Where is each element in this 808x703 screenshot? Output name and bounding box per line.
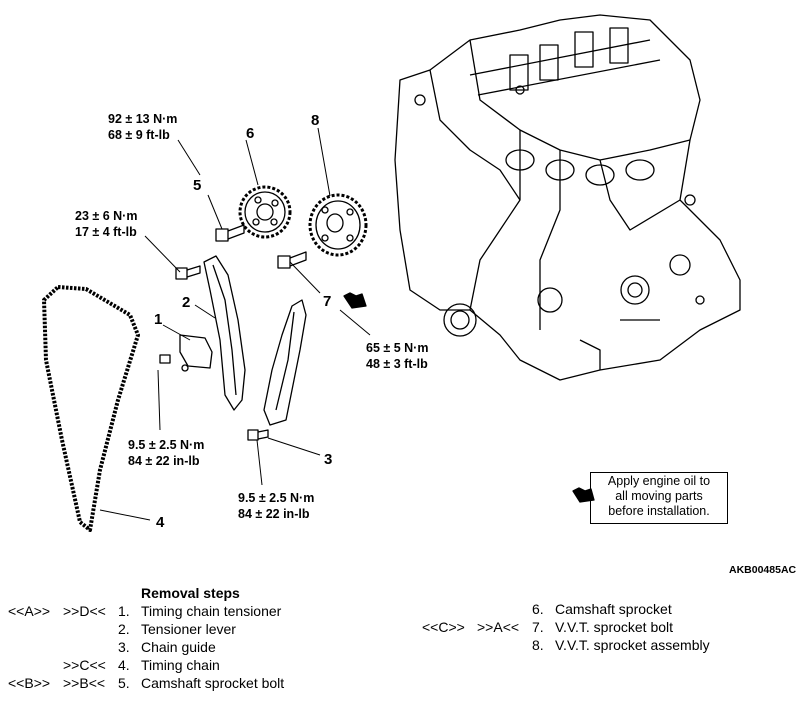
- torque-nm: 9.5 ± 2.5 N·m: [128, 438, 205, 452]
- step-name: Camshaft sprocket bolt: [141, 675, 285, 691]
- step-name: Tensioner lever: [141, 621, 236, 637]
- torque-label-lever-bolt: 23 ± 6 N·m 17 ± 4 ft-lb: [75, 208, 137, 240]
- camshaft-sprocket-bolt: [215, 224, 245, 242]
- note-line: all moving parts: [615, 489, 703, 503]
- step-row: >>C<< 4. Timing chain: [8, 656, 328, 674]
- torque-label-sprocket-bolt: 92 ± 13 N·m 68 ± 9 ft-lb: [108, 111, 177, 143]
- step-row: <<B>> >>B<< 5. Camshaft sprocket bolt: [8, 674, 328, 692]
- step-number: 1.: [118, 603, 130, 619]
- chain-guide: [263, 299, 307, 426]
- vvt-sprocket-bolt: [277, 251, 307, 269]
- lever-bolt: [175, 265, 201, 280]
- step-name: Chain guide: [141, 639, 216, 655]
- step-row: 6. Camshaft sprocket: [422, 600, 752, 618]
- callout-4: 4: [156, 514, 165, 531]
- torque-label-guide: 9.5 ± 2.5 N·m 84 ± 22 in-lb: [238, 490, 314, 522]
- torque-nm: 23 ± 6 N·m: [75, 209, 138, 223]
- engine-oil-note: Apply engine oil to all moving parts bef…: [590, 472, 728, 524]
- step-number: 4.: [118, 657, 130, 673]
- timing-chain: [42, 285, 140, 532]
- torque-ftlb: 68 ± 9 ft-lb: [108, 128, 170, 142]
- step-row: <<A>> >>D<< 1. Timing chain tensioner: [8, 602, 328, 620]
- callout-8: 8: [311, 112, 320, 129]
- step-name: Timing chain tensioner: [141, 603, 282, 619]
- tensioner-lever: [203, 255, 246, 411]
- oil-can-icon: [343, 292, 367, 309]
- removal-steps-heading: Removal steps: [141, 585, 240, 601]
- callout-2: 2: [182, 294, 191, 311]
- torque-nm: 92 ± 13 N·m: [108, 112, 178, 126]
- guide-bolt: [247, 429, 269, 441]
- step-number: 5.: [118, 675, 130, 691]
- exploded-diagram: [42, 14, 741, 532]
- step-number: 7.: [532, 619, 544, 635]
- step-ref-install: >>C<<: [63, 657, 106, 673]
- step-row: 3. Chain guide: [8, 638, 328, 656]
- camshaft-sprocket: [238, 185, 292, 239]
- callout-6: 6: [246, 125, 255, 142]
- note-line: before installation.: [608, 504, 710, 518]
- step-number: 8.: [532, 637, 544, 653]
- step-row: <<C>> >>A<< 7. V.V.T. sprocket bolt: [422, 618, 752, 636]
- note-line: Apply engine oil to: [607, 474, 711, 488]
- step-row: 2. Tensioner lever: [8, 620, 328, 638]
- torque-nm: 9.5 ± 2.5 N·m: [238, 491, 315, 505]
- removal-steps-right: 6. Camshaft sprocket <<C>> >>A<< 7. V.V.…: [422, 600, 752, 654]
- callout-3: 3: [324, 451, 333, 468]
- torque-label-vvt-bolt: 65 ± 5 N·m 48 ± 3 ft-lb: [366, 340, 428, 372]
- vvt-sprocket-assembly: [308, 193, 368, 257]
- step-name: Timing chain: [141, 657, 220, 673]
- engine-block: [394, 14, 741, 381]
- step-ref-removal: <<A>>: [8, 603, 51, 619]
- step-name: V.V.T. sprocket bolt: [555, 619, 674, 635]
- step-name: V.V.T. sprocket assembly: [555, 637, 710, 653]
- step-ref-install: >>B<<: [63, 675, 106, 691]
- step-name: Camshaft sprocket: [555, 601, 672, 617]
- callout-1: 1: [154, 311, 163, 328]
- figure-code: AKB00485AC: [729, 564, 797, 576]
- leader-lines: [99, 127, 371, 521]
- removal-steps-left: <<A>> >>D<< 1. Timing chain tensioner 2.…: [8, 602, 328, 692]
- torque-ftlb: 17 ± 4 ft-lb: [75, 225, 137, 239]
- torque-nm: 65 ± 5 N·m: [366, 341, 429, 355]
- step-ref-removal: <<C>>: [422, 619, 465, 635]
- step-number: 6.: [532, 601, 544, 617]
- step-number: 3.: [118, 639, 130, 655]
- step-row: 8. V.V.T. sprocket assembly: [422, 636, 752, 654]
- step-number: 2.: [118, 621, 130, 637]
- callout-7: 7: [323, 293, 332, 310]
- oil-can-note-icon: [572, 487, 595, 503]
- timing-chain-tensioner: [159, 334, 213, 372]
- torque-inlb: 84 ± 22 in-lb: [128, 454, 200, 468]
- callout-5: 5: [193, 177, 202, 194]
- step-ref-removal: <<B>>: [8, 675, 51, 691]
- torque-ftlb: 48 ± 3 ft-lb: [366, 357, 428, 371]
- step-ref-install: >>A<<: [477, 619, 520, 635]
- step-ref-install: >>D<<: [63, 603, 106, 619]
- torque-inlb: 84 ± 22 in-lb: [238, 507, 310, 521]
- torque-label-tensioner: 9.5 ± 2.5 N·m 84 ± 22 in-lb: [128, 437, 204, 469]
